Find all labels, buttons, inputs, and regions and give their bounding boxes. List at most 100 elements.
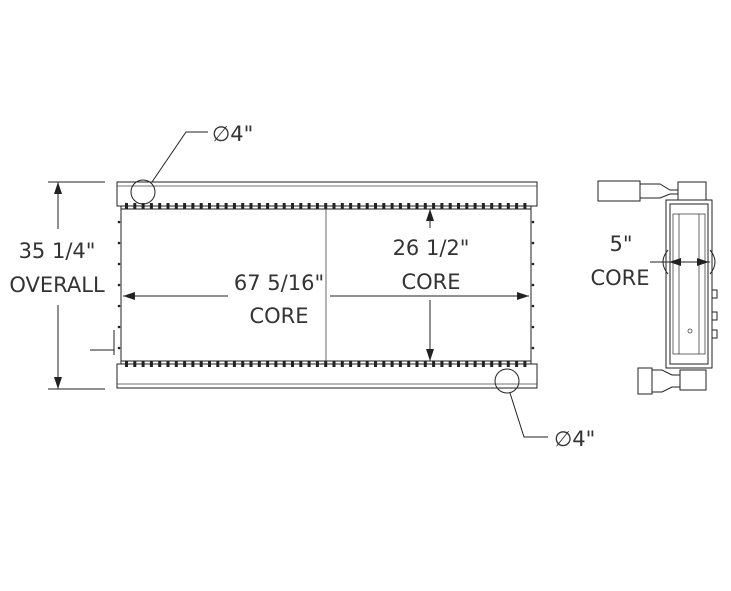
fin-tooth — [515, 361, 519, 367]
fin-tooth — [241, 203, 245, 209]
fin-tooth — [174, 361, 178, 367]
bolt-dot — [531, 346, 535, 350]
fin-tooth — [183, 203, 187, 209]
fin-tooth — [257, 203, 261, 209]
inlet-pipe — [130, 179, 156, 205]
fin-tooth — [174, 203, 178, 209]
bolt-dot — [117, 220, 121, 224]
bolt-dot — [117, 346, 121, 350]
side-rail-bolts — [117, 220, 535, 350]
overall-height-label: OVERALL — [9, 273, 105, 297]
overall-height-dimension — [48, 181, 105, 390]
core-height-value: 26 1/2" — [393, 236, 470, 260]
core-width-label: CORE — [249, 304, 308, 328]
fin-tooth — [141, 203, 145, 209]
fin-tooth — [490, 203, 494, 209]
fin-tooth — [448, 361, 452, 367]
fin-tooth — [523, 203, 527, 209]
fin-tooth — [382, 361, 386, 367]
core-width-value: 67 5/16" — [234, 271, 324, 295]
overall-height-value: 35 1/4" — [19, 239, 96, 263]
fin-tooth — [382, 203, 386, 209]
fin-tooth — [357, 203, 361, 209]
fin-tooth — [199, 203, 203, 209]
fin-tooth — [440, 203, 444, 209]
fin-tooth — [515, 203, 519, 209]
fin-tooth — [332, 203, 336, 209]
fin-tooth — [440, 361, 444, 367]
fin-tooth — [249, 361, 253, 367]
fin-tooth — [291, 361, 294, 367]
fin-tooth — [191, 361, 195, 367]
fin-tooth — [232, 203, 236, 209]
fin-tooth — [315, 361, 319, 367]
fin-tooth — [498, 361, 502, 367]
fin-tooth — [257, 361, 261, 367]
fin-tooth — [274, 361, 278, 367]
fin-tooth — [473, 361, 477, 367]
fin-tooth — [149, 203, 153, 209]
fin-tooth — [349, 203, 353, 209]
fin-tooth — [199, 361, 203, 367]
bolt-dot — [531, 283, 535, 287]
fin-tooth — [457, 203, 460, 209]
fin-tooth — [266, 203, 270, 209]
fin-tooth — [349, 361, 353, 367]
fin-tooth — [208, 361, 211, 367]
fin-tooth — [307, 361, 311, 367]
bolt-dot — [531, 241, 535, 245]
bolt-dot — [531, 325, 535, 329]
bolt-dot — [117, 283, 121, 287]
fin-tooth — [332, 361, 336, 367]
fin-tooth — [282, 361, 286, 367]
fin-tooth — [432, 203, 436, 209]
bolt-dot — [531, 262, 535, 266]
fin-row-top — [125, 203, 527, 209]
fin-tooth — [216, 361, 220, 367]
fin-tooth — [149, 361, 153, 367]
fin-tooth — [398, 361, 402, 367]
fin-tooth — [282, 203, 286, 209]
core-depth-value: 5" — [609, 232, 632, 256]
fin-tooth — [407, 361, 411, 367]
fin-tooth — [133, 203, 137, 209]
fin-tooth — [465, 361, 469, 367]
fin-tooth — [307, 203, 311, 209]
fin-tooth — [490, 361, 494, 367]
bolt-dot — [117, 304, 121, 308]
core-depth-label: CORE — [590, 266, 649, 290]
inlet-diameter-label: ∅4" — [212, 122, 253, 146]
bolt-dot — [117, 325, 121, 329]
fin-tooth — [299, 361, 303, 367]
fin-tooth — [340, 203, 344, 209]
fin-tooth — [448, 203, 452, 209]
fin-tooth — [249, 203, 253, 209]
fin-tooth — [481, 361, 485, 367]
fin-tooth — [216, 203, 220, 209]
fin-tooth — [191, 203, 195, 209]
fin-tooth — [398, 203, 402, 209]
fin-tooth — [125, 203, 128, 209]
bolt-dot — [117, 262, 121, 266]
fin-tooth — [324, 361, 328, 367]
fin-tooth — [506, 361, 510, 367]
fin-tooth — [158, 361, 162, 367]
fin-tooth — [390, 203, 394, 209]
core-height-label: CORE — [401, 270, 460, 294]
fin-tooth — [423, 361, 427, 367]
fin-tooth — [498, 203, 502, 209]
fin-tooth — [357, 361, 361, 367]
fin-tooth — [423, 203, 427, 209]
outlet-pipe — [494, 368, 520, 394]
fin-tooth — [340, 361, 344, 367]
fin-tooth — [183, 361, 187, 367]
fin-tooth — [166, 203, 170, 209]
fin-tooth — [299, 203, 303, 209]
fin-tooth — [523, 361, 527, 367]
fin-tooth — [208, 203, 211, 209]
front-view — [90, 179, 538, 394]
side-view — [597, 180, 718, 395]
fin-tooth — [415, 361, 419, 367]
fin-tooth — [481, 203, 485, 209]
